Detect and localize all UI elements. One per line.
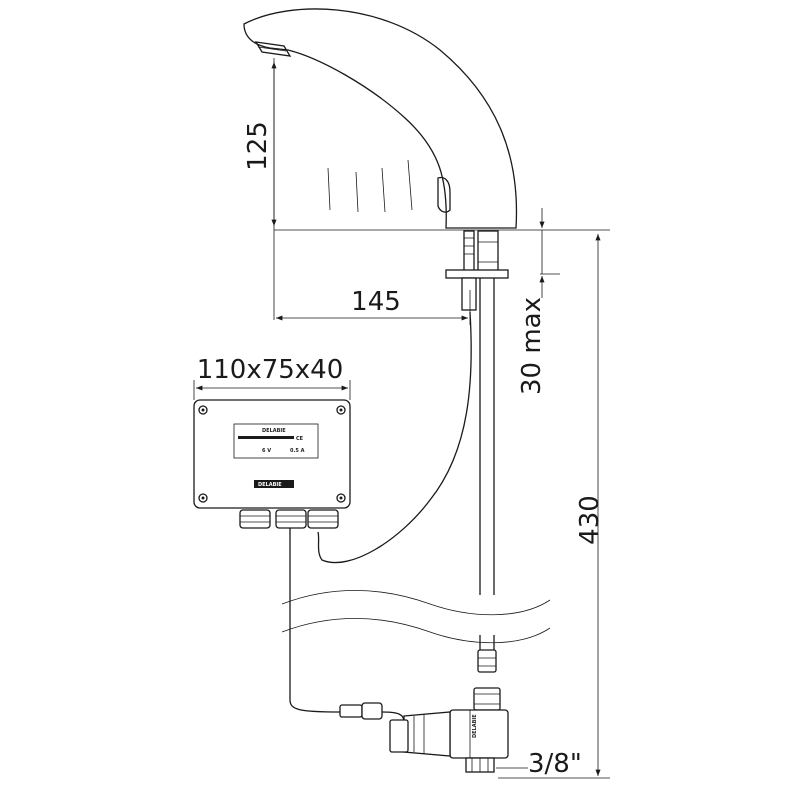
dim-spout-height: 125	[243, 121, 273, 171]
dim-total-height: 430	[575, 495, 605, 545]
dimension-145: 145	[276, 287, 471, 325]
faucet-spout	[243, 8, 518, 229]
break-lines	[281, 590, 551, 644]
power-cable	[289, 528, 341, 713]
solenoid-valve: DELABIE	[389, 649, 509, 773]
dim-deck-thickness: 30 max	[517, 297, 547, 395]
dimension-thread: 3/8"	[496, 749, 582, 779]
supply-tube	[479, 278, 495, 650]
dimension-30max: 30 max	[517, 208, 547, 395]
dim-box-size: 110x75x40	[197, 355, 344, 385]
dimension-430: 430	[498, 234, 610, 779]
dimension-125: 125	[243, 58, 277, 320]
box-logo: DELABIE	[258, 482, 282, 488]
dimension-box: 110x75x40	[193, 355, 351, 400]
sensor-cable	[317, 311, 472, 564]
box-voltage-label: 6 V	[262, 448, 271, 454]
box-current-label: 0.5 A	[290, 448, 305, 454]
control-box: DELABIE CE 6 V 0.5 A DELABIE	[193, 399, 351, 529]
dim-reach: 145	[351, 287, 401, 317]
box-brand-label: DELABIE	[262, 428, 286, 434]
box-ce-mark: CE	[296, 436, 304, 442]
dim-thread: 3/8"	[528, 749, 582, 779]
svg-text:DELABIE: DELABIE	[472, 714, 478, 738]
mounting-hardware	[274, 229, 610, 311]
